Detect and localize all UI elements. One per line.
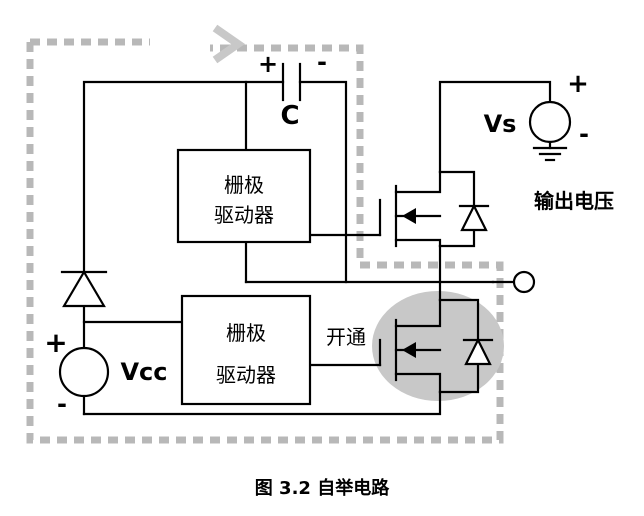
vs-name-label: Vs [484, 110, 517, 138]
cap-name-label: C [280, 101, 299, 131]
gate-driver-top-line2: 驱动器 [214, 203, 274, 227]
vcc-source-icon [58, 346, 110, 398]
gate-driver-top [176, 148, 312, 244]
gate-driver-bottom [180, 294, 312, 406]
figure-caption: 图 3.2 自举电路 [255, 477, 390, 499]
upper-mosfet-icon [378, 170, 490, 248]
gate-driver-bottom-line2: 驱动器 [216, 363, 276, 387]
gate-driver-bottom-line1: 栅极 [226, 321, 266, 345]
current-direction-arrow-icon [212, 24, 246, 64]
vs-minus-label: - [579, 120, 589, 148]
output-terminal-icon [512, 270, 536, 294]
lower-mosfet-icon [378, 298, 494, 394]
cap-plus-label: + [258, 50, 278, 78]
bootstrap-diode-icon [60, 269, 108, 308]
current-path-outer [26, 24, 504, 444]
cap-minus-label: - [317, 48, 327, 76]
lower-mosfet-highlight [372, 291, 504, 401]
turn-on-label: 开通 [326, 325, 366, 349]
vcc-plus-label: + [44, 326, 67, 359]
wires [82, 80, 552, 416]
vcc-name-label: Vcc [120, 358, 167, 386]
vs-source-icon [528, 100, 572, 162]
vcc-minus-label: - [57, 390, 67, 418]
vs-plus-label: + [567, 69, 589, 99]
capacitor [281, 62, 302, 102]
gate-driver-top-line1: 栅极 [224, 173, 264, 197]
output-voltage-label: 输出电压 [534, 189, 614, 213]
